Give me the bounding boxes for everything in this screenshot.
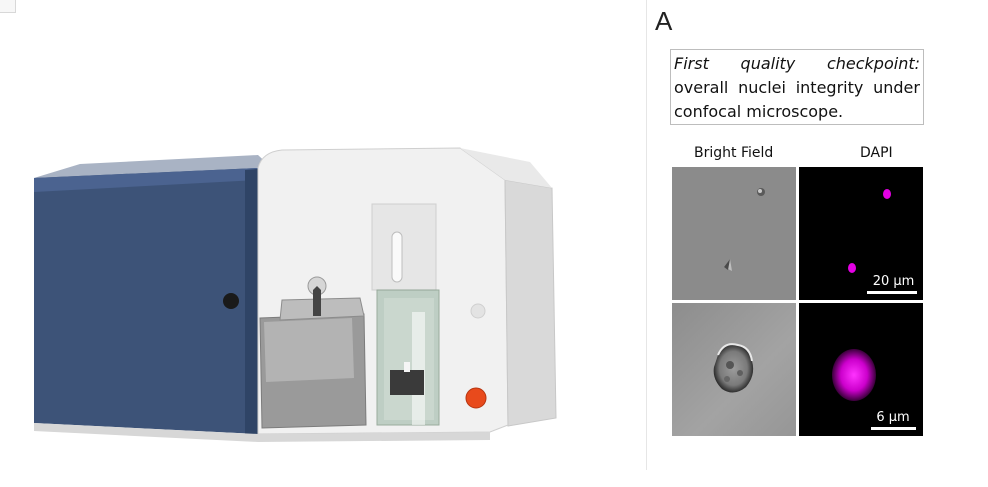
checkpoint-word-3: checkpoint: bbox=[826, 54, 920, 73]
checkpoint-line-3: confocal microscope. bbox=[674, 102, 844, 121]
bright-field-image-low-mag bbox=[672, 167, 796, 300]
panel-letter: A bbox=[655, 6, 673, 36]
dapi-image-low-mag: 20 µm bbox=[799, 167, 923, 300]
checkpoint-description-box: First quality checkpoint: overall nuclei… bbox=[670, 49, 924, 125]
checkpoint-title-line: First quality checkpoint: bbox=[674, 52, 920, 76]
instrument-top-panel bbox=[34, 155, 272, 182]
checkpoint-line2-word-1: overall bbox=[674, 78, 729, 97]
checkpoint-word-2: quality bbox=[740, 54, 796, 73]
scale-bar-6um bbox=[871, 427, 916, 430]
red-indicator-button bbox=[465, 387, 487, 409]
corner-mark bbox=[0, 0, 16, 13]
scale-bar-label-20um: 20 µm bbox=[872, 274, 915, 289]
checkpoint-word-1: First bbox=[674, 54, 709, 73]
checkpoint-line2-word-3: integrity bbox=[795, 78, 864, 97]
checkpoint-line-2: overall nuclei integrity under bbox=[674, 76, 920, 100]
scale-bar-20um bbox=[867, 291, 917, 294]
dapi-image-high-mag: 6 µm bbox=[799, 303, 923, 436]
bright-field-image-high-mag bbox=[672, 303, 796, 436]
instrument-blue-body bbox=[34, 168, 258, 434]
checkpoint-line2-word-2: nuclei bbox=[738, 78, 786, 97]
panel-divider bbox=[646, 0, 647, 470]
checkpoint-line2-word-4: under bbox=[873, 78, 920, 97]
dapi-label: DAPI bbox=[860, 145, 893, 161]
sample-window bbox=[371, 203, 437, 291]
scale-bar-label-6um: 6 µm bbox=[876, 410, 910, 425]
bright-field-label: Bright Field bbox=[694, 145, 774, 161]
flow-cytometer-illustration bbox=[34, 147, 557, 442]
side-port bbox=[223, 293, 239, 309]
status-dimple bbox=[470, 303, 486, 319]
